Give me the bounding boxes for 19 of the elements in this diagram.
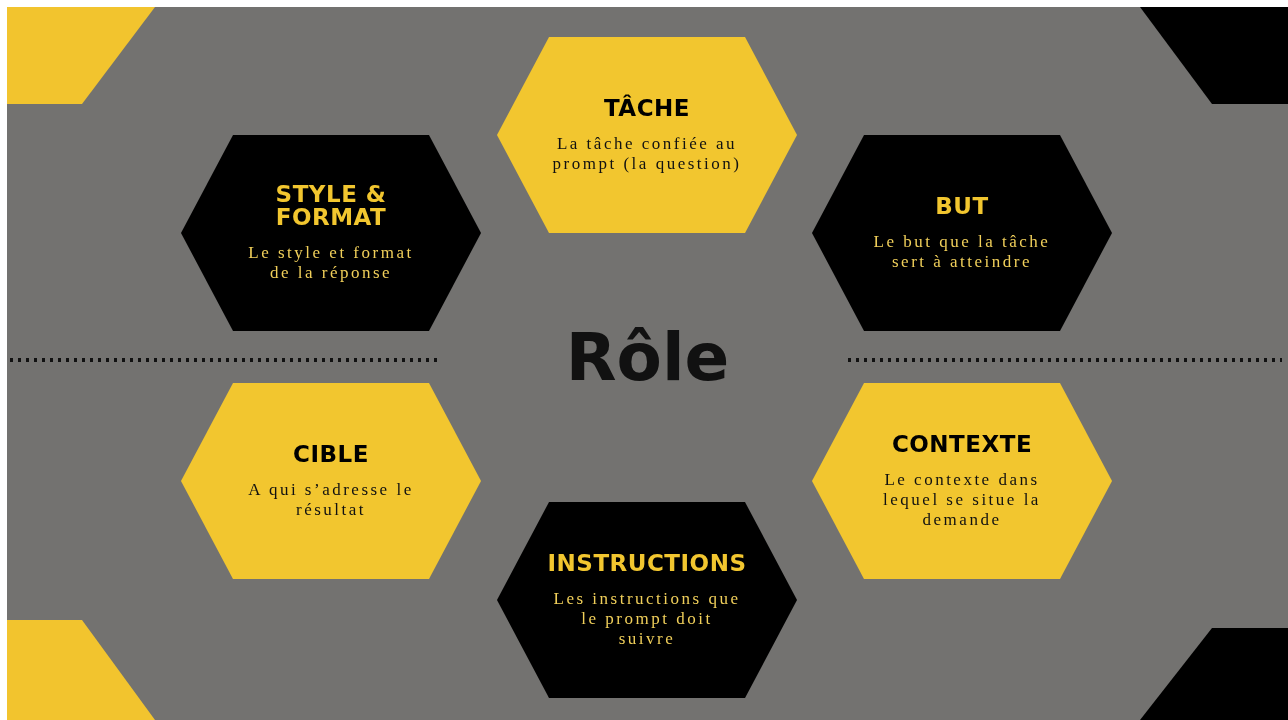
hexagon [812,135,1112,331]
hexagon-description: Le contexte dans lequel se situe la demande [882,469,1042,530]
hexagon-title: TÂCHE [603,96,690,120]
hexagon [181,383,481,579]
hexagon-title: BUT [935,194,989,218]
hexagon [497,37,797,233]
hexagon-description: A qui s’adresse le résultat [247,479,415,520]
hexagon-title: INSTRUCTIONS [547,551,747,575]
center-title: Rôle [564,318,731,398]
hexagon-description: La tâche confiée au prompt (la question) [552,133,742,174]
hexagon [181,135,481,331]
hexagon-title: CIBLE [293,442,369,466]
hexagon-description: Le style et format de la réponse [247,243,415,283]
hexagon-description: Le but que la tâche sert à atteindre [872,231,1052,272]
hexagon-title: CONTEXTE [891,432,1033,456]
hexagon-description: Les instructions que le prompt doit suivre [552,588,742,649]
hexagon [497,502,797,698]
hexagon [812,383,1112,579]
hexagon-title: STYLE & FORMAT [274,183,388,229]
